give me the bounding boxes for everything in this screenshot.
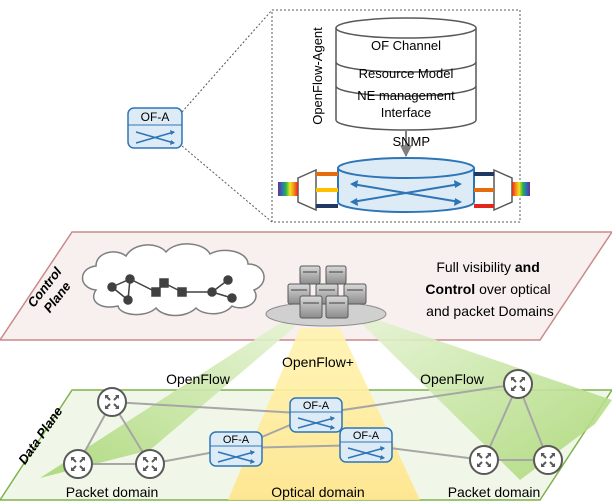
packet-router-icon [97,387,127,417]
of-a-label: OF-A [303,400,330,412]
packet-router-icon [63,449,93,479]
packet-router-icon [135,449,165,479]
optical-switch-of-a: OF-A [289,397,343,433]
optical-cross-connect [337,157,475,213]
agent-layer-resource-model: Resource Model [359,66,454,81]
snmp-label: SNMP [392,134,430,149]
packet-router-icon [503,369,533,399]
left-multiplexer [278,168,338,212]
of-a-label: OF-A [353,430,380,442]
zoom-line-bottom [181,145,273,223]
openflow-agent-label: OpenFlow-Agent [310,27,325,125]
packet-router-icon [469,445,499,475]
domain-label-packet-left: Packet domain [66,484,159,500]
openflow-right-label: OpenFlow [420,371,485,387]
cloud-icon [81,243,265,317]
right-multiplexer [474,168,530,212]
control-plane-description: Full visibility and Control over optical… [425,259,554,319]
optical-switch-of-a: OF-A [339,427,393,463]
small-of-a-switch: OF-A [127,107,183,149]
agent-layer-interface: Interface [381,105,432,120]
domain-label-packet-right: Packet domain [448,484,541,500]
domain-label-optical: Optical domain [271,484,364,500]
beam-right-green [360,318,612,480]
controller-servers-icon [265,265,387,327]
optical-switch-of-a: OF-A [209,431,263,467]
agent-layer-ne-management: NE management [357,88,455,103]
openflow-agent-stack [335,17,477,131]
beam-left-green [40,322,296,478]
openflow-left-label: OpenFlow [166,371,231,387]
openflow-plus-label: OpenFlow+ [282,354,354,370]
of-a-label: OF-A [223,434,250,446]
agent-layer-of-channel: OF Channel [371,38,441,53]
packet-router-icon [533,445,563,475]
cloud-topology [107,274,237,305]
small-of-a-label: OF-A [141,110,170,124]
zoom-line-top [181,9,273,113]
